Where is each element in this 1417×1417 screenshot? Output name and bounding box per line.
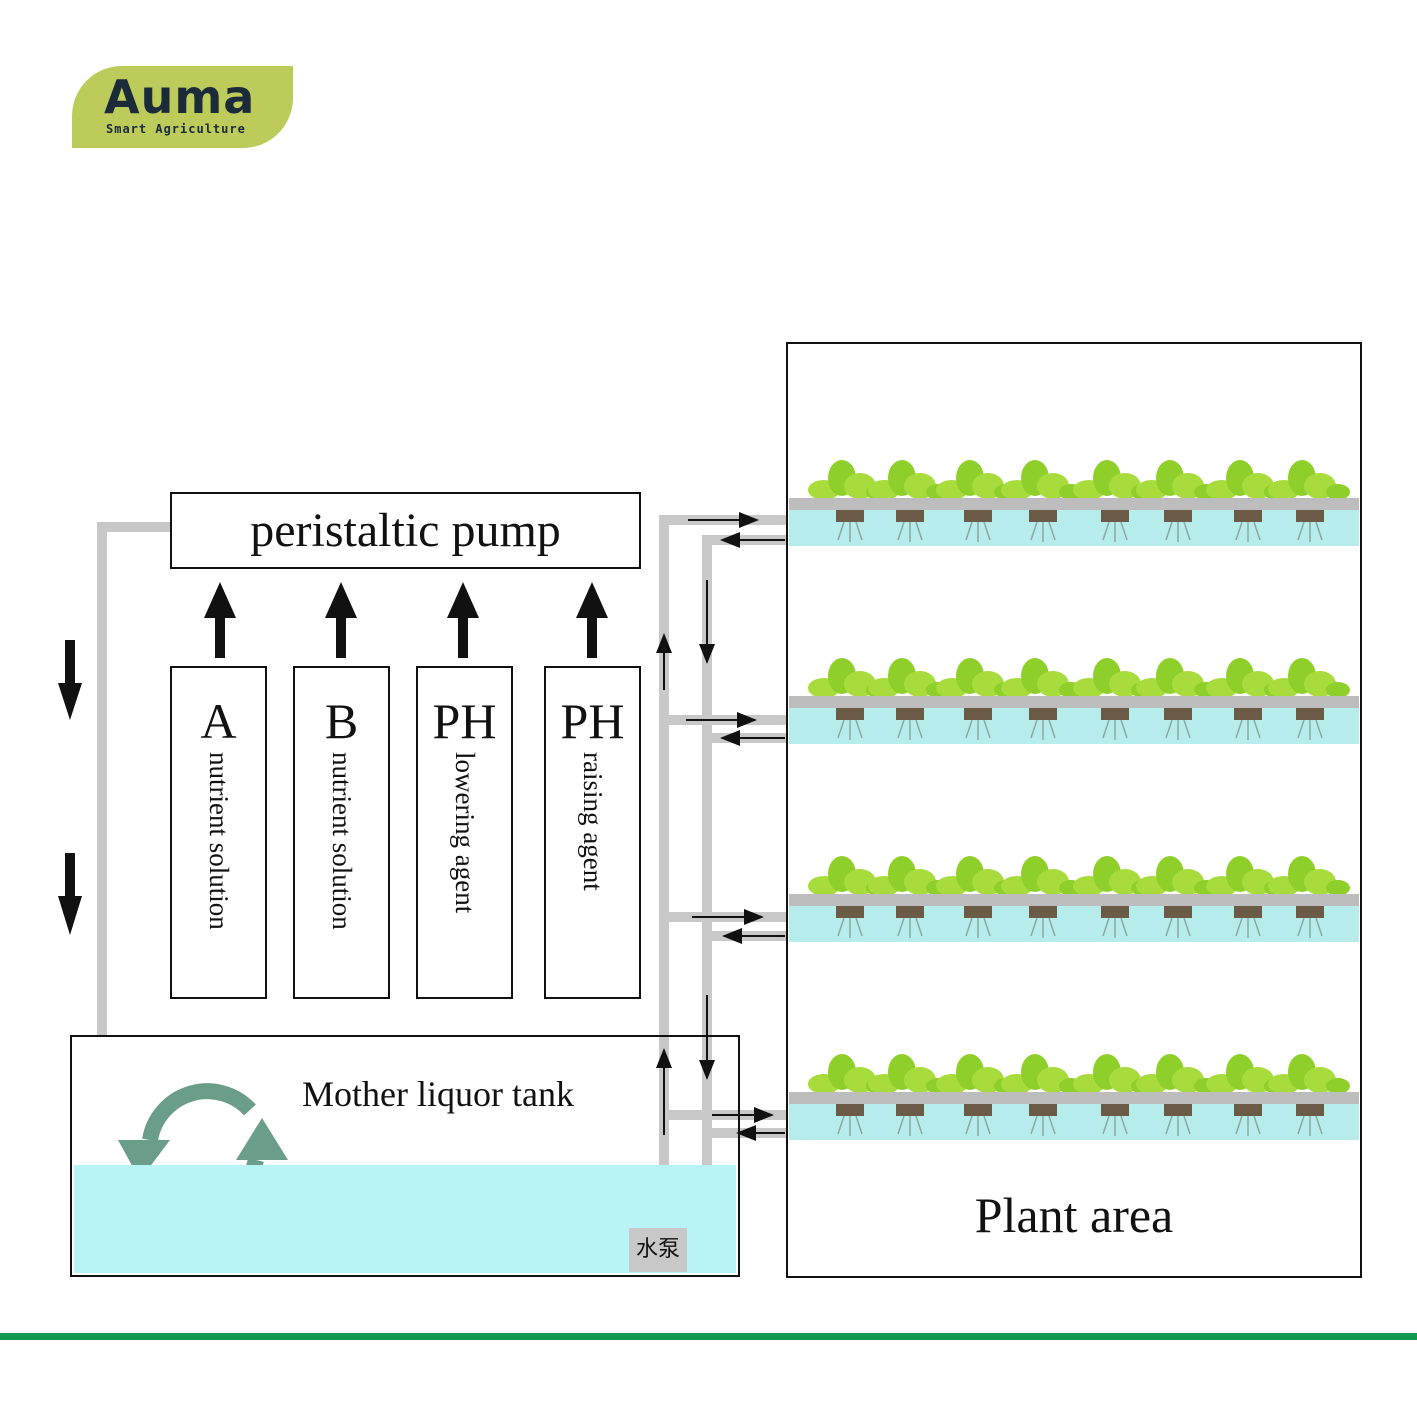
lettuce-plant [1073,856,1155,938]
reagent-label: nutrient solution [327,752,357,930]
peristaltic-pump-box: peristaltic pump [170,492,641,569]
lettuce-plant [868,658,950,740]
water-pump-label: 水泵 [629,1228,687,1272]
lettuce-plant [1136,460,1218,542]
pump-label: peristaltic pump [250,504,561,557]
plant-shelf [789,460,1359,546]
return-pipe [97,522,170,1036]
lettuce-plant [1001,856,1083,938]
up-arrow-icon [576,582,608,658]
lettuce-plant [1268,460,1350,542]
lettuce-plant [1206,460,1288,542]
down-arrow-icon [58,640,82,720]
logo: Auma Smart Agriculture [72,66,293,148]
plant-shelf [789,658,1359,744]
reagent-letter: A [200,693,237,749]
reagent-letter: B [324,693,359,749]
down-arrow-icon [58,853,82,935]
reagent-label: lowering agent [450,752,480,914]
plant-shelf [789,1054,1359,1140]
mother-liquor-tank: Mother liquor tank [70,1035,740,1277]
plant-area: Plant area [786,342,1362,1278]
reagent-letter: PH [560,693,625,749]
tank-water [74,1165,736,1273]
lettuce-plant [1136,658,1218,740]
up-arrow-icon [204,582,236,658]
logo-brand: Auma [104,70,256,124]
lettuce-plant [936,856,1018,938]
lettuce-plant [868,460,950,542]
tank-label: Mother liquor tank [302,1074,574,1114]
lettuce-plant [1001,1054,1083,1136]
logo-tagline: Smart Agriculture [106,122,246,136]
footer-line [0,1333,1417,1340]
reagent-label: raising agent [578,752,608,891]
reagent-label: nutrient solution [204,752,234,930]
reagent-letter: PH [432,693,497,749]
up-arrow-icon [447,582,479,658]
lettuce-plant [936,1054,1018,1136]
plant-area-label: Plant area [974,1187,1174,1243]
lettuce-plant [808,658,890,740]
lettuce-plant [1268,856,1350,938]
up-arrow-icon [325,582,357,658]
plant-shelf [789,856,1359,942]
lettuce-plant [1268,658,1350,740]
lettuce-plant [868,1054,950,1136]
lettuce-plant [1268,1054,1350,1136]
